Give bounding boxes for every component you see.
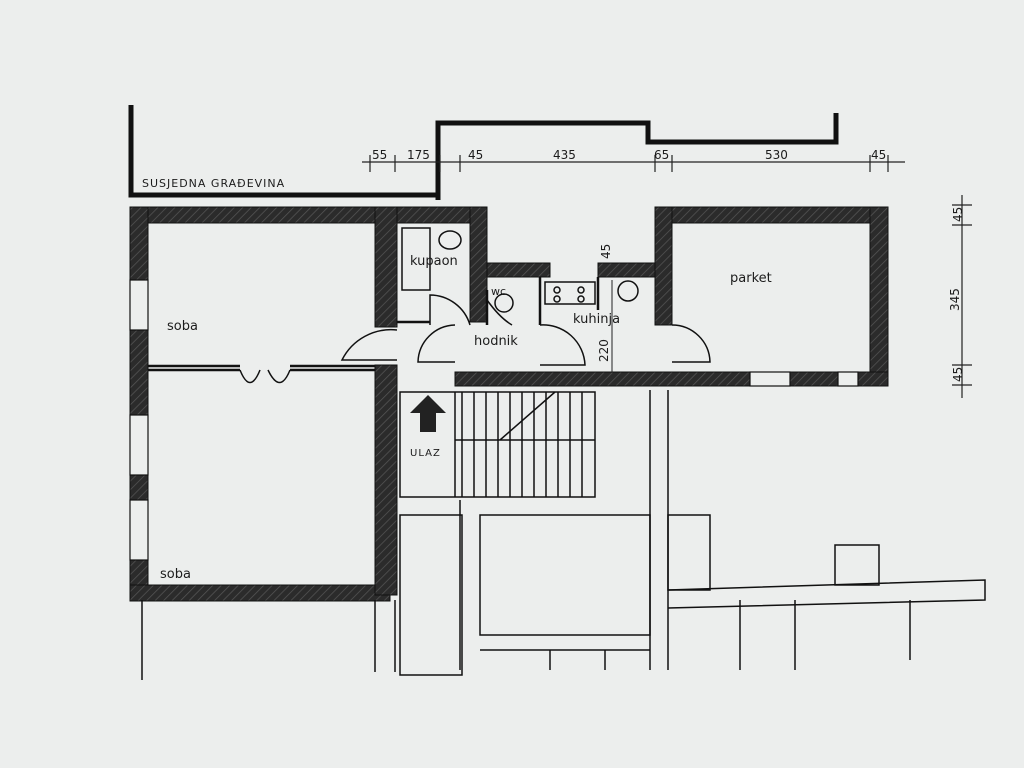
dim-top-45a: 45 — [468, 148, 483, 162]
bathroom-fixtures — [401, 227, 639, 313]
entrance-label: ULAZ — [410, 448, 441, 459]
room-label-parket: parket — [730, 271, 772, 286]
dim-top-55: 55 — [372, 148, 387, 162]
neighbor-building-outline — [128, 105, 839, 200]
dim-corridor-220: 220 — [597, 339, 611, 362]
room-label-soba-bottom: soba — [160, 567, 191, 582]
right-dimension-line — [952, 195, 972, 398]
dim-top-45b: 45 — [871, 148, 886, 162]
room-label-wc: wc — [491, 285, 506, 298]
room-label-kupaon: kupaon — [410, 254, 458, 269]
room-label-soba-top: soba — [167, 319, 198, 334]
dim-right-45b: 45 — [951, 367, 965, 382]
dim-top-435: 435 — [553, 148, 576, 162]
room-label-kuhinja: kuhinja — [573, 312, 620, 327]
dim-right-45a: 45 — [951, 207, 965, 222]
dim-kitchen-45: 45 — [599, 244, 613, 259]
staircase — [399, 391, 651, 676]
room-label-hodnik: hodnik — [474, 334, 518, 349]
neighbor-building-label: SUSJEDNA GRAĐEVINA — [142, 177, 285, 190]
window-marks — [129, 279, 859, 561]
top-dimension-line — [362, 155, 905, 172]
interior-partitions — [148, 277, 600, 372]
adjacent-building-outline — [141, 390, 986, 680]
dim-top-65: 65 — [654, 148, 669, 162]
entrance-arrow-icon — [410, 395, 446, 432]
dim-top-175: 175 — [407, 148, 430, 162]
walls — [129, 206, 889, 602]
dim-top-530: 530 — [765, 148, 788, 162]
dim-right-345: 345 — [948, 288, 962, 311]
door-swings — [239, 294, 711, 384]
